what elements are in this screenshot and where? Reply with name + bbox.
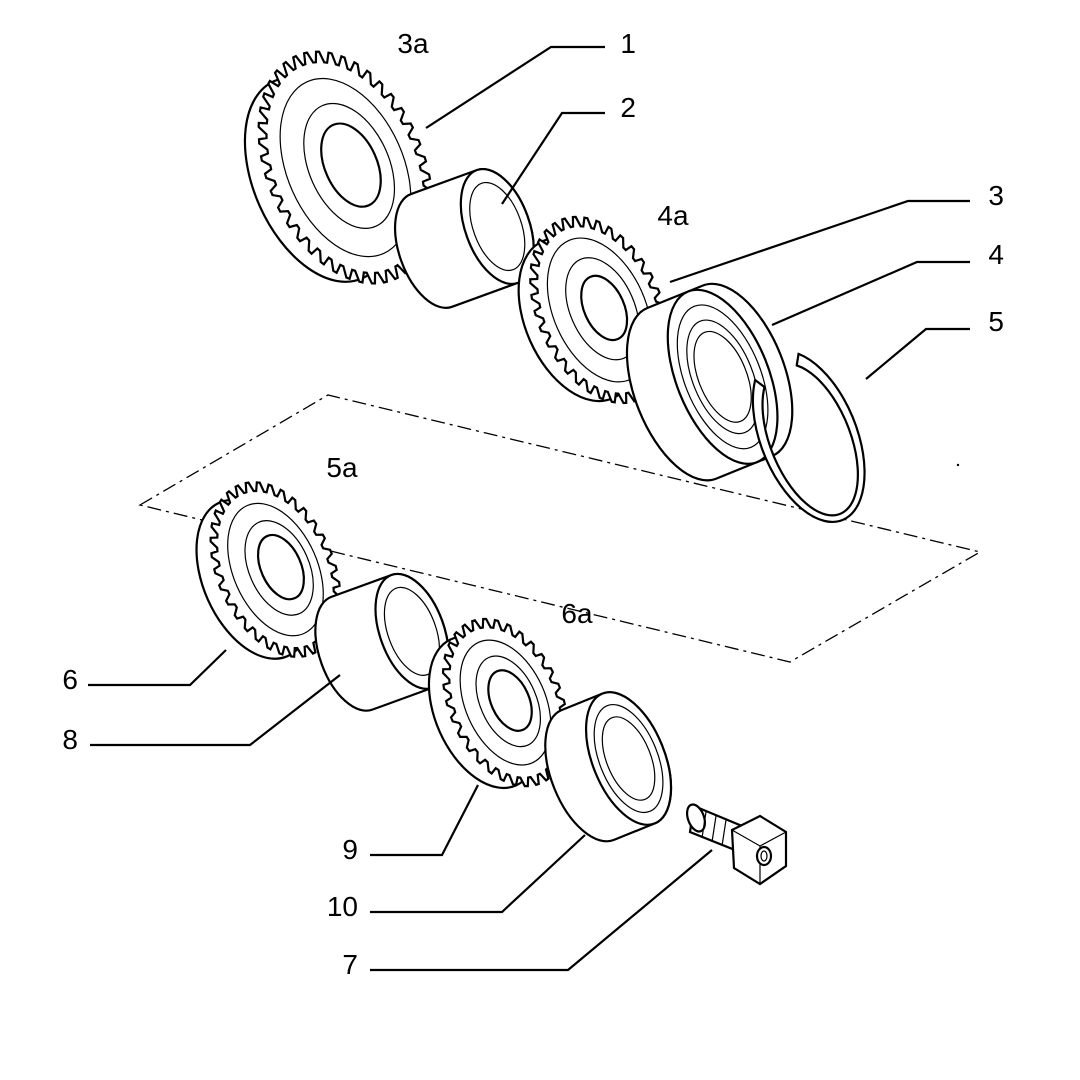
callout-10: 10	[327, 891, 358, 922]
bolt-7	[685, 803, 788, 886]
callout-1: 1	[620, 28, 636, 59]
callout-3: 3	[988, 180, 1004, 211]
gear-6a-spline-bore	[487, 669, 533, 732]
leader-6	[88, 649, 227, 687]
leader-8	[90, 674, 341, 747]
sleeve-2	[393, 167, 535, 309]
speck	[956, 463, 960, 467]
gear-5a-spline-bore	[256, 533, 305, 601]
leader-10	[370, 834, 586, 914]
gear-4a-spline-bore	[580, 274, 629, 342]
callout-6: 6	[62, 664, 78, 695]
group-label-6a: 6a	[561, 598, 593, 629]
sleeve-8	[314, 572, 450, 712]
leader-4	[771, 260, 970, 327]
group-label-3a: 3a	[397, 28, 429, 59]
bearing-4	[625, 282, 794, 482]
gear-5a	[195, 481, 342, 660]
group-label-4a: 4a	[657, 200, 689, 231]
callout-4: 4	[988, 239, 1004, 270]
leader-3	[669, 199, 970, 284]
leader-9	[370, 784, 479, 857]
gear-6a	[427, 617, 570, 790]
callout-9: 9	[342, 834, 358, 865]
leader-5	[865, 327, 970, 380]
bearing-10	[544, 691, 673, 843]
callout-8: 8	[62, 724, 78, 755]
callout-5: 5	[988, 306, 1004, 337]
leader-2	[501, 111, 605, 205]
callout-2: 2	[620, 92, 636, 123]
group-label-5a: 5a	[326, 452, 358, 483]
snap-ring-5	[751, 352, 866, 523]
gear-3a-spline-bore	[320, 122, 382, 208]
callout-7: 7	[342, 949, 358, 980]
leader-1	[425, 45, 605, 129]
group-outline	[138, 394, 982, 663]
gear-3a	[243, 50, 434, 285]
leader-7	[370, 849, 713, 972]
